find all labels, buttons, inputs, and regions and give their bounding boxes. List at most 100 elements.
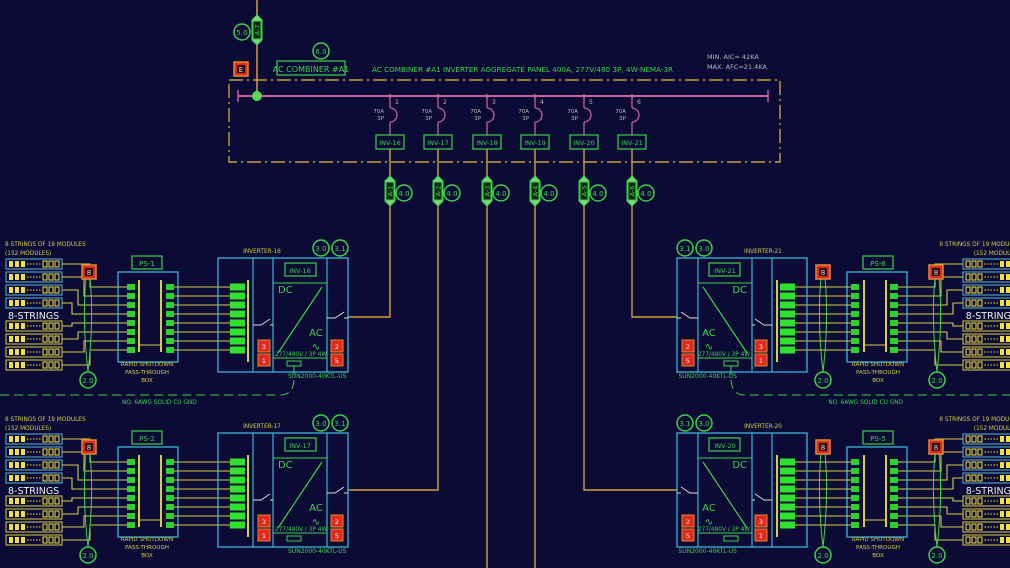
ac-disconnect-switch: [327, 486, 348, 494]
pv-module: [48, 536, 54, 544]
string-wire: [895, 524, 963, 541]
ps-input-terminal: [890, 486, 898, 492]
ps-output-terminal: [166, 347, 174, 353]
pv-module: [971, 273, 977, 281]
pv-module: [21, 300, 25, 306]
breaker-symbol: [583, 96, 592, 135]
terminal-box: [257, 353, 271, 367]
reference-bubble: [589, 184, 607, 202]
pv-module: [977, 474, 983, 482]
reference-bubble: [814, 546, 832, 564]
pv-module: [1006, 274, 1010, 280]
dc-fuse: [780, 494, 795, 502]
breaker-rating: 70A: [615, 109, 626, 115]
string-wire: [62, 322, 130, 327]
string-wire: [62, 464, 130, 481]
converter-diagonal: [702, 286, 748, 354]
dc-fuse: [230, 283, 245, 291]
pv-module: [9, 300, 13, 306]
string-wire: [895, 506, 963, 515]
fuse-box-label: 8: [821, 269, 825, 277]
pv-module: [1000, 436, 1004, 442]
strings-label: 8-STRINGS: [8, 311, 59, 322]
ps-input-terminal: [890, 347, 898, 353]
ps-output-terminal: [851, 468, 859, 474]
string-wire: [62, 331, 130, 340]
dc-fuse: [780, 485, 795, 493]
terminal-box-label: 1: [262, 357, 266, 365]
pv-module: [977, 335, 983, 343]
wire-tag-box: [482, 181, 492, 201]
rapid-shutdown-caption: RAPID SHUTDOWN: [121, 362, 173, 368]
inverter-breaker-label: INV-21: [621, 139, 642, 147]
pv-module: [48, 474, 54, 482]
pv-module: [15, 323, 19, 329]
dc-disconnect-switch: [253, 318, 273, 326]
pv-module: [54, 260, 60, 268]
pv-module: [15, 462, 19, 468]
pv-module: [1000, 336, 1004, 342]
reference-bubble-label: 4.0: [446, 190, 457, 198]
inverter-breaker-label: INV-17: [427, 139, 448, 147]
pv-module: [971, 335, 977, 343]
pv-module: [965, 510, 971, 518]
combiner-label-box: [276, 60, 346, 76]
ac-feeder-line: [348, 149, 439, 491]
dc-fuse: [780, 283, 795, 291]
pv-module: [48, 361, 54, 369]
dc-label: DC: [278, 285, 293, 296]
ps-label-box: [131, 255, 163, 270]
pv-module: [1006, 524, 1010, 530]
pv-module: [1000, 323, 1004, 329]
pv-module: [15, 498, 19, 504]
dc-fuse: [780, 346, 795, 354]
string-wire: [62, 289, 130, 306]
pv-module: [1006, 336, 1010, 342]
wire-tag-box: [385, 181, 395, 201]
ps-input-terminal: [890, 513, 898, 519]
pv-module: [1000, 261, 1004, 267]
pv-module: [1006, 511, 1010, 517]
fuse-box-label: 8: [87, 269, 91, 277]
dc-disconnect-switch: [253, 493, 273, 501]
rapid-shutdown-box: [117, 271, 179, 363]
dc-label: DC: [732, 285, 747, 296]
terminal-box: [330, 339, 344, 353]
pv-module: [9, 336, 13, 342]
pv-module: [9, 498, 13, 504]
pv-module: [54, 510, 60, 518]
dc-fuse: [780, 310, 795, 318]
pv-module: [977, 273, 983, 281]
dc-fuse: [230, 485, 245, 493]
inv-label-box: [708, 437, 741, 452]
string-wire: [62, 497, 130, 502]
ground-conductor-label: NO. 6AWG SOLID CU GND: [122, 400, 197, 406]
pv-module: [1000, 362, 1004, 368]
pv-module: [965, 273, 971, 281]
terminal-box: [330, 353, 344, 367]
pv-module: [9, 287, 13, 293]
pv-module: [15, 287, 19, 293]
pv-module: [1006, 261, 1010, 267]
reference-bubble-label: 3.1: [334, 245, 345, 253]
pv-module: [1006, 449, 1010, 455]
dc-fuse: [780, 458, 795, 466]
ps-output-terminal: [851, 495, 859, 501]
pv-module: [977, 361, 983, 369]
pv-module: [965, 448, 971, 456]
dc-fuse: [230, 503, 245, 511]
dc-fuse: [230, 512, 245, 520]
fuse-box-label: 8: [934, 444, 938, 452]
inverter-model: SUN2000-40KTL-US: [288, 548, 347, 555]
pv-module: [977, 299, 983, 307]
ps-input-terminal: [890, 284, 898, 290]
ps-output-terminal: [851, 293, 859, 299]
ps-output-terminal: [851, 284, 859, 290]
string-wire: [895, 289, 963, 306]
ps-input-terminal: [127, 486, 135, 492]
terminal-box-label: 3: [262, 343, 266, 351]
reference-bubble-label: 3.0: [698, 420, 709, 428]
inverter-nameplate: 277/480V / 3P 4W: [698, 352, 750, 358]
reference-bubble-label: 2.0: [82, 377, 93, 385]
fuse-box-inner: [237, 65, 245, 73]
